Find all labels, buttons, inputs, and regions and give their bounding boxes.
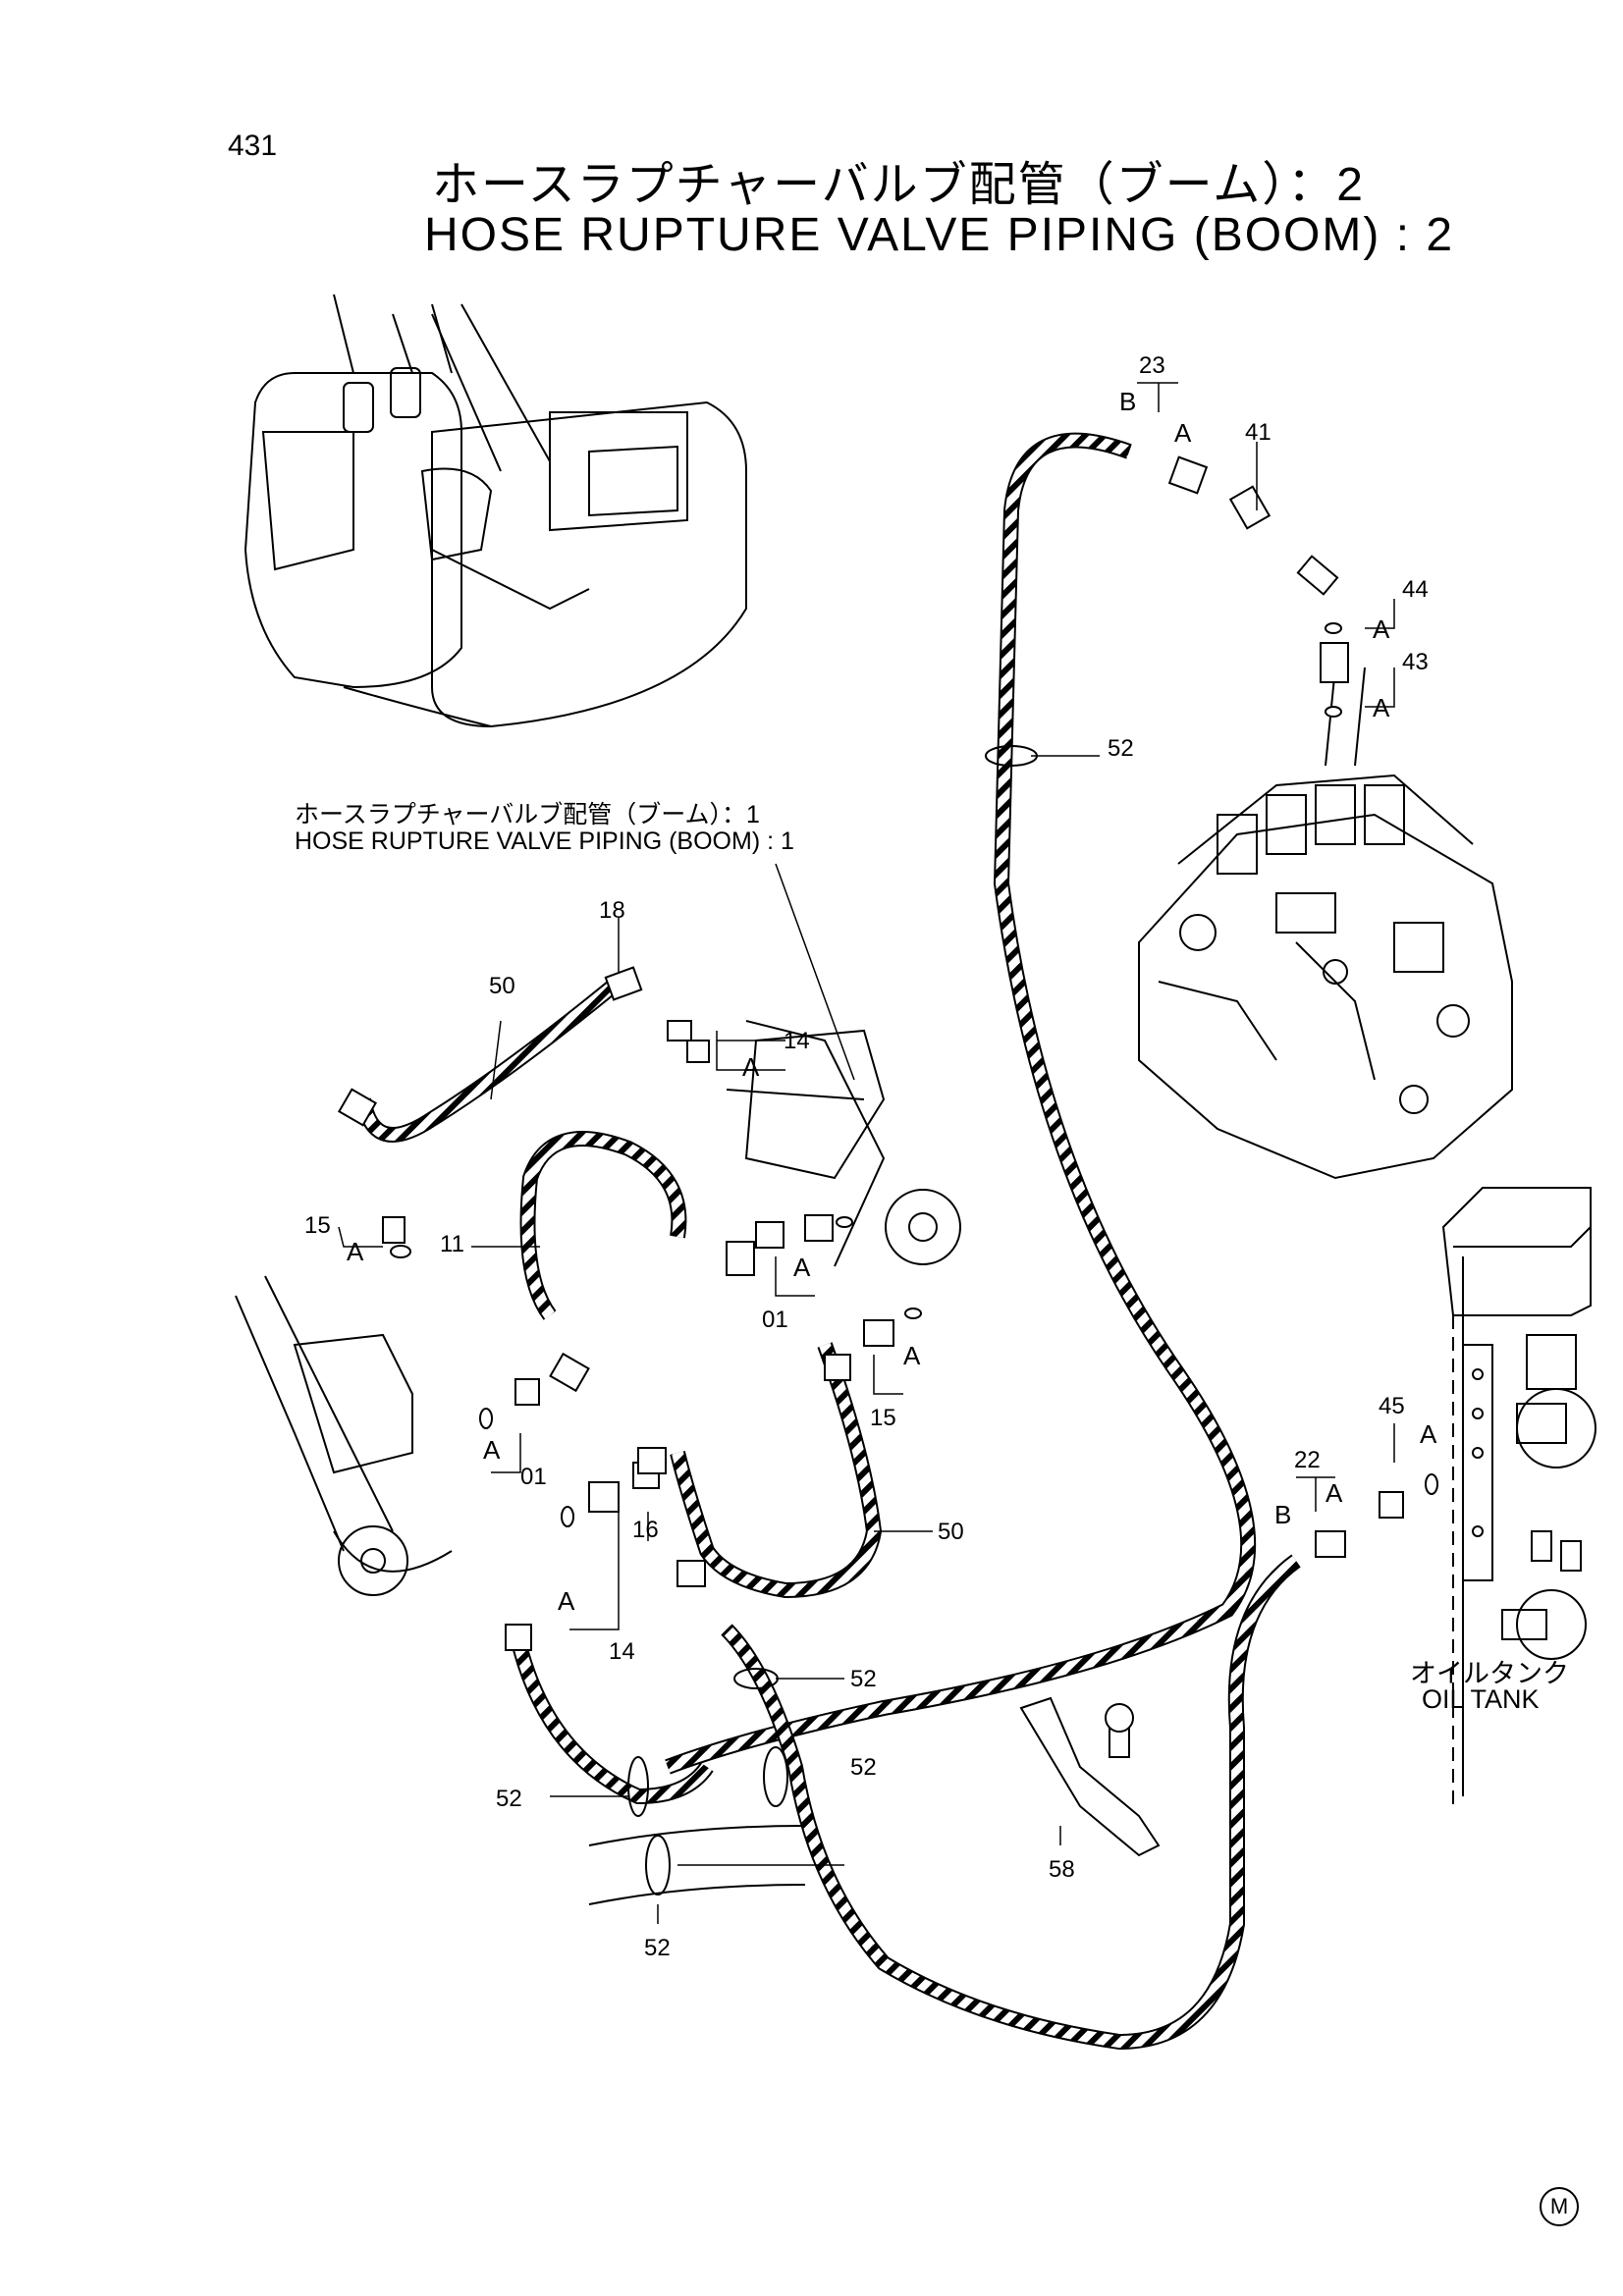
- page-title-japanese: ホースラプチャーバルブ配管（ブーム）：2: [432, 159, 1365, 211]
- callout-11: 11: [440, 1231, 464, 1257]
- boom-structure: [235, 1020, 961, 1905]
- oil-tank-illustration: [1441, 1187, 1596, 1806]
- callout-52: 52: [850, 1754, 877, 1781]
- page-number: 431: [228, 130, 278, 162]
- callout-52: 52: [496, 1786, 522, 1812]
- callout-18: 18: [599, 897, 625, 924]
- callouts: 23 41 44 43 52 18 50 14 15 11 01 15 01 5…: [304, 352, 1429, 1961]
- oil-tank-label-japanese: オイルタンク: [1410, 1659, 1569, 1688]
- callout-52: 52: [1108, 735, 1134, 762]
- callout-23: 23: [1139, 352, 1165, 379]
- control-valve-block: [1138, 667, 1513, 1180]
- label-a: A: [1373, 614, 1390, 644]
- oil-tank-label-english: OIL TANK: [1422, 1684, 1540, 1714]
- hose-lines: [355, 432, 1301, 2051]
- label-a: A: [1174, 418, 1192, 448]
- callout-58: 58: [1049, 1856, 1075, 1883]
- callout-01: 01: [520, 1464, 547, 1490]
- page-title-english: HOSE RUPTURE VALVE PIPING (BOOM) : 2: [424, 209, 1455, 261]
- callout-45: 45: [1379, 1393, 1405, 1419]
- callout-50: 50: [938, 1519, 964, 1545]
- callout-41: 41: [1245, 419, 1271, 446]
- hose-long-upper: [665, 432, 1257, 1775]
- label-b: B: [1119, 387, 1136, 416]
- leader-lines: [338, 382, 1395, 1924]
- excavator-illustration: [243, 294, 747, 728]
- callout-15: 15: [870, 1405, 896, 1431]
- fittings: [338, 455, 1438, 1857]
- label-a: A: [558, 1586, 575, 1616]
- corner-marker: M: [1540, 2187, 1579, 2226]
- hose-long-lower: [721, 1554, 1301, 2051]
- hose-50-upper: [355, 975, 624, 1143]
- label-a: A: [1325, 1478, 1343, 1508]
- label-a: A: [1373, 693, 1390, 722]
- label-a: A: [1420, 1419, 1437, 1449]
- label-a: A: [483, 1435, 501, 1465]
- letter-labels: B A A A A A A A A A B A A: [347, 387, 1437, 1616]
- label-a: A: [903, 1341, 921, 1370]
- callout-22: 22: [1294, 1447, 1321, 1473]
- callout-01: 01: [762, 1307, 788, 1333]
- callout-52: 52: [850, 1666, 877, 1692]
- callout-16: 16: [632, 1517, 659, 1543]
- callout-50: 50: [489, 973, 515, 999]
- sub-reference-japanese: ホースラプチャーバルブ配管（ブーム）：1: [295, 801, 760, 828]
- callout-43: 43: [1402, 649, 1429, 675]
- label-a: A: [347, 1237, 364, 1266]
- callout-15: 15: [304, 1212, 331, 1239]
- label-b: B: [1274, 1500, 1291, 1529]
- callout-52: 52: [644, 1935, 671, 1961]
- callout-14: 14: [784, 1028, 810, 1054]
- label-a: A: [793, 1253, 811, 1282]
- callout-14: 14: [609, 1638, 635, 1665]
- sub-reference-english: HOSE RUPTURE VALVE PIPING (BOOM) : 1: [295, 828, 794, 855]
- label-a: A: [742, 1052, 760, 1082]
- callout-44: 44: [1402, 576, 1429, 603]
- hose-clamps: [627, 745, 1038, 1896]
